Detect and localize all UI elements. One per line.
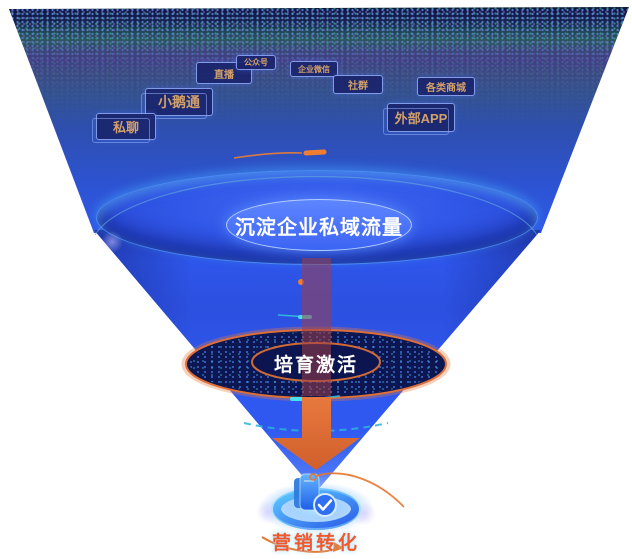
tag-official-account-label: 公众号: [244, 58, 268, 67]
tag-private-chat-label: 私聊: [112, 120, 139, 135]
tag-private-chat: 私聊: [92, 113, 156, 143]
tag-live-stream-label: 直播: [214, 69, 234, 81]
tag-community-label: 社群: [348, 81, 368, 92]
tag-wecom: 企业微信: [290, 61, 338, 77]
tag-xiaoetong-label: 小鹅通: [158, 94, 200, 110]
tag-external-app: 外部APP: [383, 103, 455, 135]
orange-arc-right: [315, 472, 405, 508]
bottom-right-glow: [352, 502, 376, 526]
tag-xiaoetong: 小鹅通: [141, 88, 213, 119]
checkmark-icon: [317, 499, 333, 511]
stage1-label: 沉淀企业私域流量: [235, 216, 403, 239]
tag-all-kinds-malls-label: 各类商城: [426, 83, 466, 94]
conversion-ring-halo: [271, 488, 361, 530]
tag-official-account: 公众号: [236, 55, 276, 70]
stage3-label: 营销转化: [271, 533, 360, 554]
conversion-ring: [273, 488, 359, 530]
check-badge-icon: [313, 493, 337, 517]
device-back-icon: [294, 478, 309, 508]
tag-wecom-label: 企业微信: [298, 64, 330, 74]
stage2-label: 培育激活: [273, 355, 358, 376]
stage1-inner-ellipse: 沉淀企业私域流量: [226, 199, 412, 251]
tag-community: 社群: [333, 75, 383, 94]
bottom-left-glow: [256, 500, 280, 524]
tag-all-kinds-malls: 各类商城: [417, 77, 475, 96]
tag-external-app-label: 外部APP: [394, 111, 448, 126]
